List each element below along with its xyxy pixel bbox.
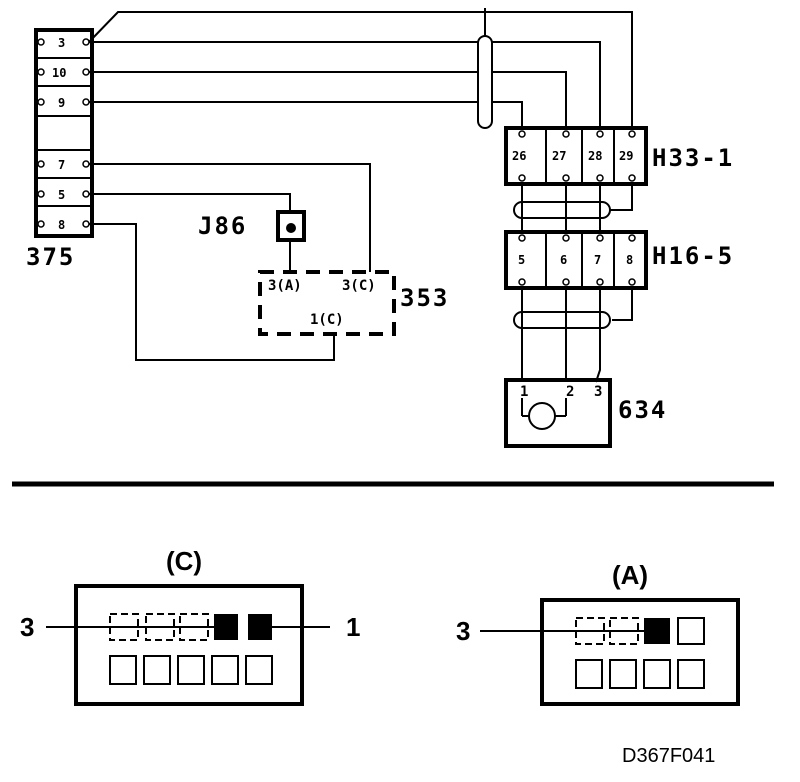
motor-634-label: 634	[618, 396, 667, 424]
connector-view-c-callout-left: 3	[20, 612, 34, 642]
h16-5-pin-7: 7	[594, 253, 601, 267]
h33-1-label: H33-1	[652, 144, 734, 172]
h16-5-pin-6: 6	[560, 253, 567, 267]
h33-1-pin-26: 26	[512, 149, 526, 163]
connector-view-c: (C) 3 1	[20, 546, 360, 706]
connector-h16-5: 5 6 7 8 H16-5	[504, 230, 734, 290]
cable-shields	[477, 8, 611, 329]
h16-5-pin-8: 8	[626, 253, 633, 267]
motor-634-pin-1: 1	[520, 384, 528, 400]
block-375-pin-2: 10	[52, 66, 66, 80]
figure-code: D367F041	[622, 745, 715, 767]
block-375-pin-1: 3	[58, 36, 65, 50]
ground-j86: J86	[198, 210, 306, 242]
connector-view-c-title: (C)	[166, 546, 202, 576]
block-375-pin-5: 5	[58, 188, 65, 202]
module-353-pin-1c: 1(C)	[310, 312, 344, 328]
connector-view-a-callout-left: 3	[456, 616, 470, 646]
h33-1-pin-27: 27	[552, 149, 566, 163]
h33-1-pin-28: 28	[588, 149, 602, 163]
block-375-pin-4: 7	[58, 158, 65, 172]
block-375-label: 375	[26, 243, 75, 271]
module-353: 3(A) 3(C) 1(C) 353	[258, 270, 449, 336]
j86-label: J86	[198, 212, 247, 240]
module-353-label: 353	[400, 284, 449, 312]
module-353-pin-3a: 3(A)	[268, 278, 302, 294]
module-353-pin-3c: 3(C)	[342, 278, 376, 294]
block-375-pin-6: 8	[58, 218, 65, 232]
connector-h33-1: 26 27 28 29 H33-1	[504, 126, 734, 186]
block-375-pin-3: 9	[58, 96, 65, 110]
connector-view-c-callout-right: 1	[346, 612, 360, 642]
wires	[88, 11, 633, 383]
h16-5-pin-5: 5	[518, 253, 525, 267]
block-375: 3 10 9 7 5 8 375	[26, 28, 94, 271]
motor-634-pin-3: 3	[594, 384, 602, 400]
connector-view-a-title: (A)	[612, 560, 648, 590]
connector-view-a: (A) 3	[456, 560, 740, 706]
motor-icon	[528, 402, 556, 430]
h16-5-label: H16-5	[652, 242, 734, 270]
motor-634-pin-2: 2	[566, 384, 574, 400]
motor-634: 1 2 3 634	[504, 378, 667, 448]
h33-1-pin-29: 29	[619, 149, 633, 163]
